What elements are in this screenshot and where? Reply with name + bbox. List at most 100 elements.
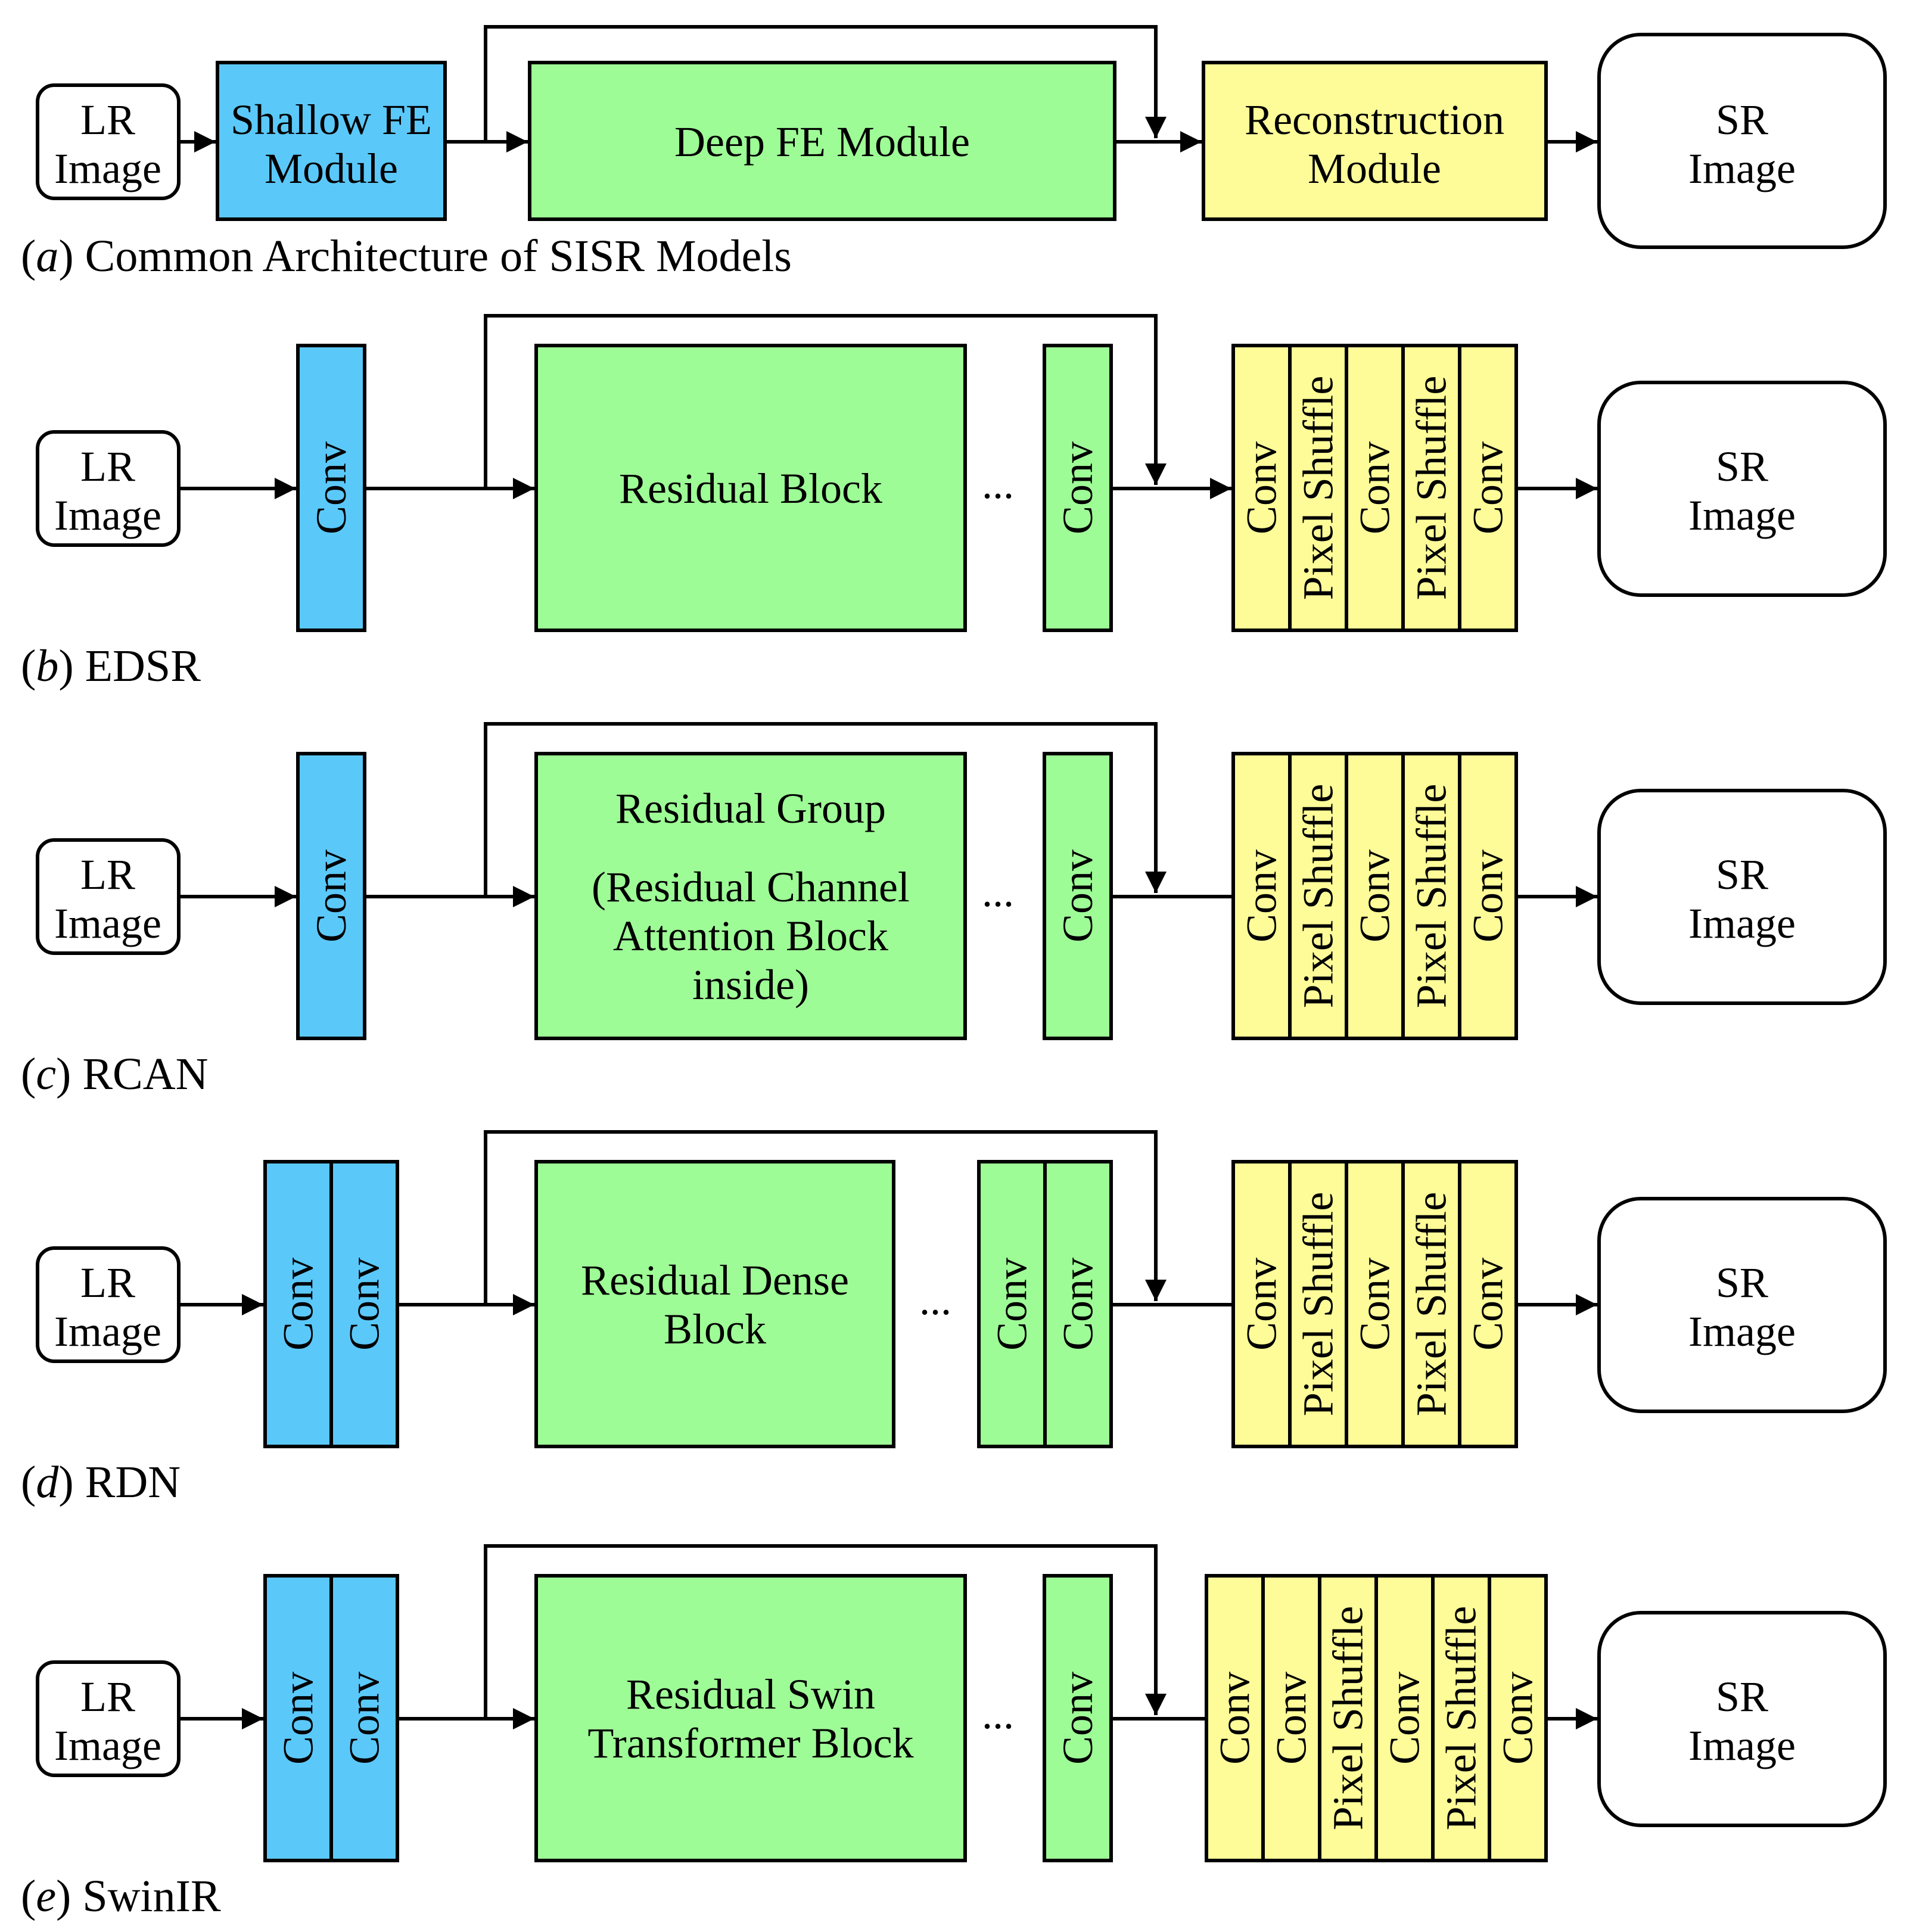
caption-text: RCAN — [82, 1049, 208, 1099]
reconstruction-stack-label: Pixel Shuffle — [1295, 784, 1342, 1009]
reconstruction-stack-cell — [1488, 1574, 1548, 1862]
reconstruction-stack-cell — [1401, 1160, 1461, 1448]
reconstruction-stack-cell — [1431, 1574, 1491, 1862]
deep-tail-conv-stack: Conv Conv — [977, 1160, 1113, 1448]
deep-tail-conv-stack-label: Conv — [1054, 850, 1102, 942]
reconstruction-stack-label: Conv — [1238, 441, 1286, 534]
sr-image-label-line: Image — [1688, 1308, 1796, 1355]
reconstruction-stack-label: Conv — [1268, 1672, 1315, 1765]
lr-image-label-line: LR — [80, 851, 135, 898]
deep-main-block — [534, 1574, 967, 1862]
caption-text: SwinIR — [82, 1871, 221, 1921]
skip-connection — [484, 314, 1167, 489]
reconstruction-stack-cell — [1205, 1574, 1265, 1862]
deep-fe-label-line: Deep FE Module — [674, 118, 970, 166]
ellipsis: ... — [919, 1276, 951, 1324]
sr-image-label-line: SR — [1716, 851, 1768, 898]
deep-tail-conv-stack-label: Conv — [1055, 1258, 1102, 1351]
reconstruction-stack-label: Conv — [1381, 1672, 1429, 1765]
sr-image-label-line: Image — [1688, 1722, 1796, 1769]
caption-text: RDN — [85, 1457, 181, 1507]
shallow-conv-stack: Conv Conv — [263, 1160, 399, 1448]
shallow-conv-stack-cell — [329, 1160, 399, 1448]
deep-tail-conv-stack: Conv — [1043, 752, 1113, 1040]
deep-tail-conv-stack-cell — [1043, 752, 1113, 1040]
sr-image-label-line: SR — [1716, 96, 1768, 144]
deep-main-label: Residual Block — [619, 465, 882, 512]
reconstruction-stack-label: Conv — [1351, 441, 1399, 534]
reconstruction-label-line: Reconstruction — [1245, 96, 1504, 144]
reconstruction-stack-label: Conv — [1238, 850, 1286, 942]
skip-connection — [484, 1544, 1167, 1719]
deep-tail-conv-stack-label: Conv — [988, 1258, 1036, 1351]
reconstruction-stack-cell — [1345, 344, 1405, 632]
caption-letter: a — [36, 231, 58, 281]
reconstruction-stack-cell — [1345, 752, 1405, 1040]
reconstruction-stack-cell — [1288, 752, 1348, 1040]
shallow-conv-stack-label: Conv — [341, 1258, 388, 1351]
sr-image-label-line: SR — [1716, 443, 1768, 490]
deep-main-label-line: Residual Dense — [581, 1256, 849, 1304]
lr-image-label-line: Image — [54, 1308, 161, 1355]
caption-letter: c — [36, 1049, 56, 1099]
deep-main-label-line: Attention Block — [613, 912, 888, 960]
deep-main-label-line: Block — [664, 1305, 766, 1353]
shallow-conv-stack: Conv — [296, 344, 366, 632]
sr-image-label-line: Image — [1688, 491, 1796, 539]
shallow-conv-stack: Conv Conv — [263, 1574, 399, 1862]
caption-text: Common Architecture of SISR Models — [85, 231, 792, 281]
reconstruction-stack-cell — [1318, 1574, 1378, 1862]
deep-main-label-line: Transformer Block — [587, 1719, 913, 1767]
ellipsis: ... — [982, 868, 1014, 916]
shallow-conv-stack-label: Conv — [307, 850, 355, 942]
deep-tail-conv-stack: Conv — [1043, 344, 1113, 632]
deep-tail-conv-stack: Conv — [1043, 1574, 1113, 1862]
shallow-conv-stack-label: Conv — [275, 1258, 322, 1351]
deep-tail-conv-stack-cell — [1043, 344, 1113, 632]
sr-image-box — [1597, 381, 1887, 597]
caption-e: (e) SwinIR — [21, 1871, 221, 1921]
ellipsis: ... — [982, 1690, 1014, 1738]
reconstruction-stack-label: Pixel Shuffle — [1324, 1606, 1372, 1831]
shallow-conv-stack-label: Conv — [275, 1672, 322, 1765]
shallow-conv-stack-label: Conv — [307, 441, 355, 534]
lr-image-label-line: Image — [54, 1722, 161, 1769]
reconstruction-stack-label: Pixel Shuffle — [1408, 376, 1455, 601]
sr-image-box — [1597, 1197, 1887, 1413]
reconstruction-label-line: Module — [1308, 145, 1441, 192]
deep-tail-conv-stack-label: Conv — [1054, 441, 1102, 534]
reconstruction-module — [1202, 61, 1548, 221]
sr-image-label-line: Image — [1688, 900, 1796, 947]
reconstruction-stack-cell — [1231, 1160, 1292, 1448]
sr-image-label-line: SR — [1716, 1673, 1768, 1721]
lr-image-label-line: Image — [54, 145, 161, 192]
sr-image-box — [1597, 1611, 1887, 1827]
shallow-conv-stack-cell — [296, 344, 366, 632]
sr-image-box — [1597, 789, 1887, 1005]
deep-fe-label: Deep FE Module — [674, 118, 970, 166]
reconstruction-stack-label: Conv — [1464, 850, 1512, 942]
caption-text: EDSR — [85, 641, 201, 691]
reconstruction-stack-cell — [1401, 344, 1461, 632]
deep-main-label-line: Residual Block — [619, 465, 882, 512]
reconstruction-stack-label: Conv — [1494, 1672, 1542, 1765]
reconstruction-stack-label: Pixel Shuffle — [1438, 1606, 1485, 1831]
lr-image-label-line: Image — [54, 491, 161, 539]
lr-image-label-line: LR — [80, 96, 135, 144]
reconstruction-stack-label: Conv — [1464, 441, 1512, 534]
shallow-conv-stack-label: Conv — [341, 1672, 388, 1765]
reconstruction-stack-label: Pixel Shuffle — [1408, 1192, 1455, 1417]
